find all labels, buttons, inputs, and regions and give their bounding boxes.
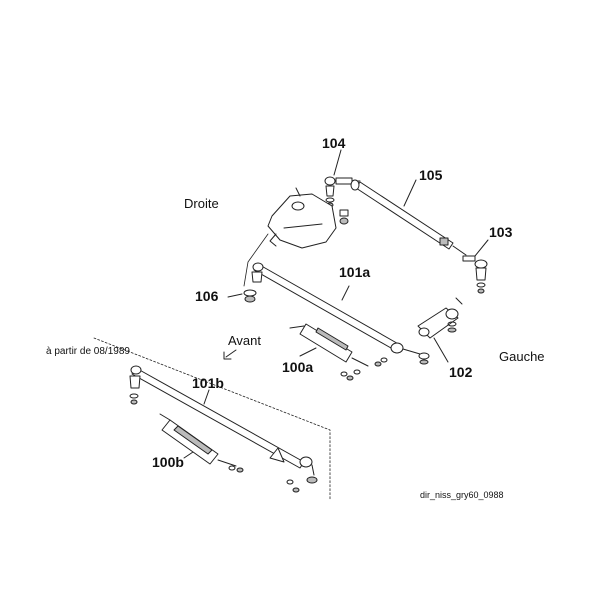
label-front: Avant xyxy=(228,333,262,348)
label-right-side: Droite xyxy=(184,196,219,211)
label-left-side: Gauche xyxy=(499,349,545,364)
leader-105 xyxy=(403,179,417,207)
date-variant-note: à partir de 08/1989 xyxy=(46,346,130,357)
leader-106 xyxy=(227,293,243,298)
callout-106: 106 xyxy=(195,288,219,304)
part-105-relay-rod xyxy=(350,179,467,256)
callout-100b: 100b xyxy=(152,454,184,470)
leader-101a xyxy=(341,285,350,301)
part-106-washer xyxy=(227,289,257,303)
part-101a-track-rod xyxy=(251,262,430,367)
diagram-reference-code: dir_niss_gry60_0988 xyxy=(420,490,504,500)
callout-100a: 100a xyxy=(282,359,314,375)
leader-103 xyxy=(474,239,489,257)
callout-101a: 101a xyxy=(339,264,371,280)
part-104-tie-rod-end xyxy=(324,149,361,208)
leader-100a xyxy=(299,347,317,357)
front-direction-arrow xyxy=(223,349,237,360)
part-101b-track-rod xyxy=(129,365,318,493)
callout-101b: 101b xyxy=(192,375,224,391)
part-103-tie-rod-end xyxy=(462,239,489,294)
callout-103: 103 xyxy=(489,224,513,240)
bracket-line-106 xyxy=(243,233,269,287)
variant-frame xyxy=(93,337,331,501)
callout-102: 102 xyxy=(449,364,473,380)
part-100b-steering-damper xyxy=(159,413,244,473)
part-100a-steering-damper xyxy=(289,323,369,381)
leader-102 xyxy=(433,337,449,363)
part-102-idler-arm xyxy=(417,297,463,363)
callout-104: 104 xyxy=(322,135,346,151)
callout-105: 105 xyxy=(419,167,443,183)
leader-101b xyxy=(203,389,210,405)
steering-box-housing xyxy=(267,187,349,249)
leader-104 xyxy=(333,149,342,176)
